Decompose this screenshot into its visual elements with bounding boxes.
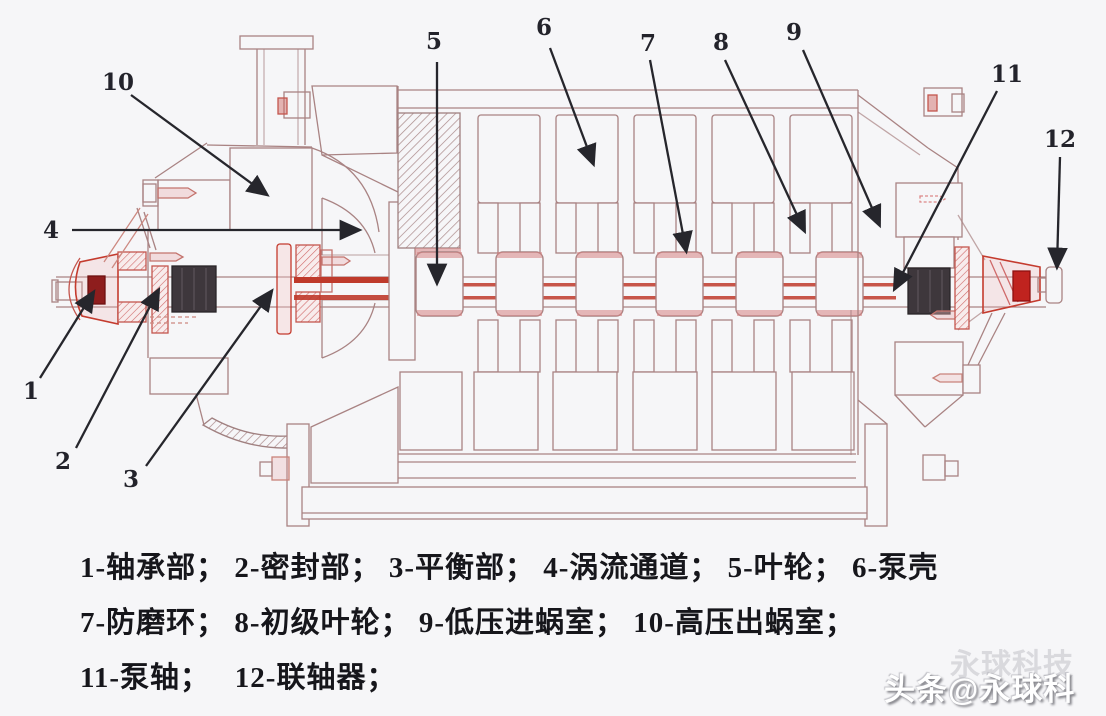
- callout-number-9: 9: [786, 19, 802, 46]
- shaft-seal: [149, 265, 229, 426]
- wear-ring-bands: [463, 283, 896, 300]
- callout-number-8: 8: [713, 29, 729, 56]
- callout-numbers: 1 2 3 4 5 6 7 8 9 10 11 12: [23, 14, 1076, 493]
- callout-number-6: 6: [536, 14, 552, 41]
- callout-number-11: 11: [991, 61, 1023, 88]
- legend-line-1: 1-轴承部； 2-密封部； 3-平衡部； 4-涡流通道； 5-叶轮； 6-泵壳: [80, 552, 939, 584]
- watermark-ghost-text: 永球科技: [950, 649, 1074, 682]
- callout-number-2: 2: [55, 448, 71, 475]
- callout-number-7: 7: [640, 30, 656, 57]
- callout-arrow-2: [74, 286, 161, 449]
- callout-arrow-7: [648, 59, 693, 255]
- coupling-assembly: [954, 246, 1063, 330]
- callout-number-10: 10: [102, 69, 134, 96]
- callout-number-3: 3: [123, 466, 139, 493]
- callout-number-12: 12: [1044, 126, 1076, 153]
- inlet-volute: [850, 87, 1006, 455]
- legend-line-3: 11-泵轴； 12-联轴器；: [80, 662, 397, 694]
- pump-drawing: [51, 35, 1063, 527]
- discharge-pipe: [239, 35, 314, 145]
- stage-chambers: [399, 114, 855, 451]
- callout-arrow-1: [39, 289, 96, 379]
- callout-number-5: 5: [426, 28, 442, 55]
- callout-arrow-3: [145, 288, 274, 467]
- callout-arrow-8: [723, 59, 806, 235]
- callout-arrow-9: [801, 49, 882, 229]
- callout-arrow-11: [892, 90, 999, 293]
- callout-number-1: 1: [23, 378, 39, 405]
- watermark-text: 头条@永球科技: [884, 672, 1076, 707]
- callout-number-4: 4: [43, 217, 59, 244]
- callout-arrow-6: [548, 47, 597, 168]
- balance-device: [276, 243, 390, 335]
- left-bearing-assembly: [68, 207, 149, 325]
- callout-arrow-12: [1047, 156, 1068, 271]
- callout-arrow-10: [130, 94, 270, 197]
- legend-line-2: 7-防磨环； 8-初级叶轮； 9-低压进蜗室； 10-高压出蜗室；: [80, 607, 855, 639]
- callout-arrows: [39, 47, 1068, 467]
- hatched-wall: [397, 112, 461, 249]
- base-and-tie-rods: [201, 385, 959, 527]
